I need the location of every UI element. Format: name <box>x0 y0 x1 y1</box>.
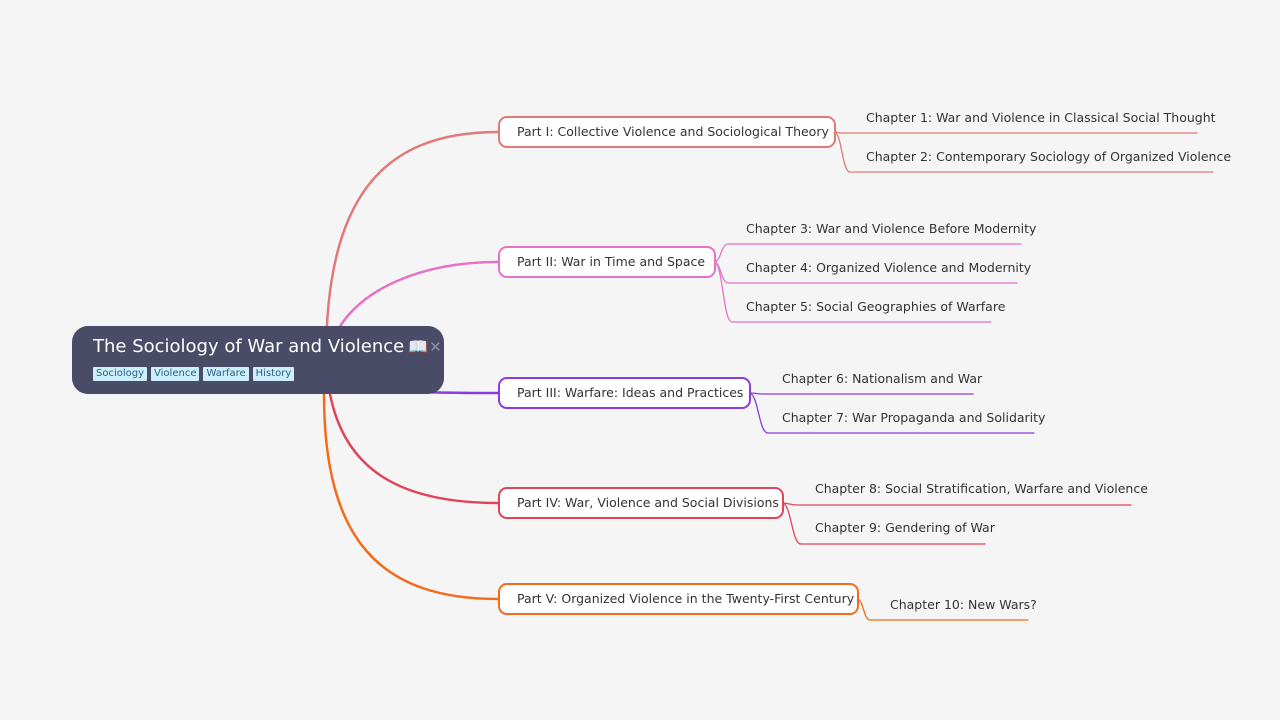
chapter-connector-8 <box>781 502 1132 506</box>
chapter-node-8[interactable]: Chapter 8: Social Stratification, Warfar… <box>815 481 1148 496</box>
chapter-node-10[interactable]: Chapter 10: New Wars? <box>890 597 1037 612</box>
branch-line-4 <box>328 392 500 505</box>
chapter-node-9[interactable]: Chapter 9: Gendering of War <box>815 520 995 535</box>
part-node-3[interactable]: Part III: Warfare: Ideas and Practices <box>498 377 751 409</box>
root-topic-title: The Sociology of War and Violence📖✕ <box>93 334 444 360</box>
root-tags: Sociology Violence Warfare History <box>93 367 444 381</box>
chapter-node-3[interactable]: Chapter 3: War and Violence Before Moder… <box>746 221 1037 236</box>
chapter-node-1[interactable]: Chapter 1: War and Violence in Classical… <box>866 110 1216 125</box>
branch-line-2 <box>336 260 500 332</box>
open-book-icon: 📖 <box>408 337 429 356</box>
chapter-connector-2 <box>833 131 1214 173</box>
chapter-connector-1 <box>833 131 1198 134</box>
chapter-node-2[interactable]: Chapter 2: Contemporary Sociology of Org… <box>866 149 1232 164</box>
chapter-connector-5 <box>713 261 992 323</box>
branch-line-1 <box>324 130 500 362</box>
tag-violence[interactable]: Violence <box>151 367 200 381</box>
tag-history[interactable]: History <box>252 367 295 381</box>
part-node-1[interactable]: Part I: Collective Violence and Sociolog… <box>498 116 836 148</box>
part-node-2[interactable]: Part II: War in Time and Space <box>498 246 716 278</box>
chapter-connector-9 <box>781 502 986 545</box>
chapter-connector-6 <box>748 392 974 395</box>
chapter-node-5[interactable]: Chapter 5: Social Geographies of Warfare <box>746 299 1006 314</box>
part-node-4[interactable]: Part IV: War, Violence and Social Divisi… <box>498 487 784 519</box>
tag-sociology[interactable]: Sociology <box>93 367 148 381</box>
chapter-node-6[interactable]: Chapter 6: Nationalism and War <box>782 371 983 386</box>
branch-line-5 <box>322 392 500 601</box>
chapter-connector-7 <box>748 392 1035 434</box>
part-node-5[interactable]: Part V: Organized Violence in the Twenty… <box>498 583 859 615</box>
close-icon[interactable]: ✕ <box>429 338 442 356</box>
chapter-node-4[interactable]: Chapter 4: Organized Violence and Modern… <box>746 260 1032 275</box>
root-title-text: The Sociology of War and Violence <box>93 336 405 357</box>
tag-warfare[interactable]: Warfare <box>203 367 249 381</box>
root-topic[interactable]: The Sociology of War and Violence📖✕ Soci… <box>72 326 444 394</box>
chapter-node-7[interactable]: Chapter 7: War Propaganda and Solidarity <box>782 410 1046 425</box>
